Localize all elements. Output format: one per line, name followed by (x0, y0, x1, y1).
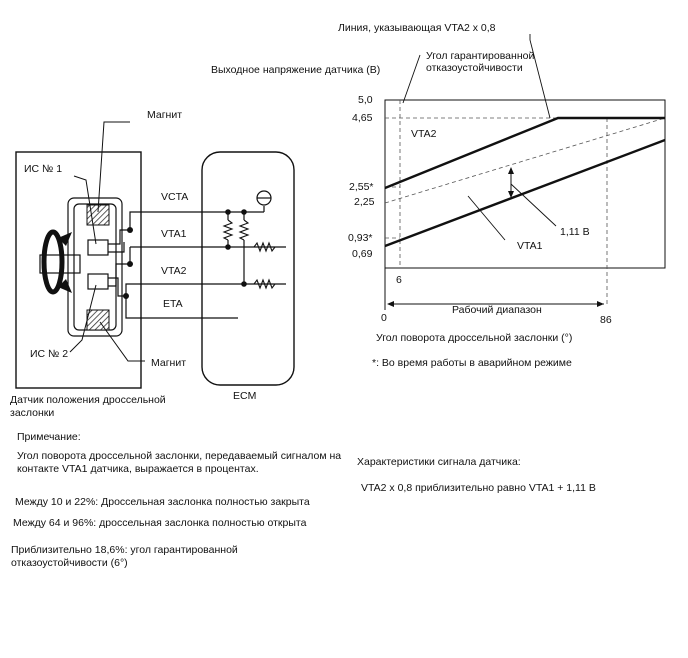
vta2-line (384, 116, 665, 190)
y-tick-2-25: 2,25 (354, 196, 375, 208)
y-tick-0-69: 0,69 (352, 248, 373, 260)
footnote: *: Во время работы в аварийном режиме (372, 357, 572, 369)
input-resistors (253, 241, 276, 290)
terminal-dots (123, 227, 133, 299)
eta-label: ETA (163, 298, 183, 310)
characteristics-formula: VTA2 х 0,8 приблизительно равно VTA1 + 1… (361, 482, 596, 494)
graph-leaders (402, 34, 557, 241)
note-paragraph-4: Приблизительно 18,6%: угол гарантированн… (11, 544, 238, 569)
ic1-label: ИС № 1 (24, 163, 63, 175)
fail-safe-angle-label: Угол гарантированной отказоустойчивости (426, 50, 535, 74)
x-tick-0: 0 (381, 312, 387, 324)
ecm-circuit (227, 206, 265, 284)
y-tick-4-65: 4,65 (352, 112, 373, 124)
y-tick-0-93: 0,93* (348, 232, 373, 244)
ecm-junctions (225, 209, 247, 287)
ecm-box (201, 151, 295, 386)
vta1-line (384, 138, 666, 248)
pullup-resistors (222, 219, 250, 241)
note-heading: Примечание: (17, 431, 81, 443)
graph-frame (384, 99, 666, 269)
magnet-bottom-label: Магнит (151, 357, 187, 369)
y-tick-2-55: 2,55* (349, 181, 374, 193)
vref-supply-icon (256, 190, 272, 206)
sensor-box (15, 151, 142, 389)
y-axis-label: Выходное напряжение датчика (В) (211, 64, 381, 76)
characteristics-title: Характеристики сигнала датчика: (357, 456, 521, 468)
harness-wires (125, 211, 286, 319)
vta2-curve-label: VTA2 (411, 128, 437, 140)
x-tick-6: 6 (396, 274, 402, 286)
note-paragraph-1: Угол поворота дроссельной заслонки, пере… (17, 450, 342, 475)
sensor-name-label: Датчик положения дроссельной заслонки (10, 394, 166, 419)
ic-2-chip (87, 273, 109, 290)
ecm-label: ECM (233, 390, 257, 402)
vta1-curve-label: VTA1 (517, 240, 543, 252)
working-range-label: Рабочий диапазон (452, 304, 542, 316)
internal-wiring (108, 229, 130, 297)
y-tick-5-0: 5,0 (358, 94, 373, 106)
vta1-wire-label: VTA1 (161, 228, 187, 240)
leader-lines (69, 121, 145, 362)
vta2-08-line-label: Линия, указывающая VTA2 х 0,8 (338, 22, 496, 34)
x-tick-86: 86 (600, 314, 612, 326)
magnet-top-label: Магнит (147, 109, 183, 121)
ic-1-chip (87, 239, 109, 256)
vta2-wire-label: VTA2 (161, 265, 187, 277)
x-axis-label: Угол поворота дроссельной заслонки (°) (376, 332, 573, 344)
difference-label: 1,11 В (560, 226, 590, 238)
ic2-label: ИС № 2 (30, 348, 69, 360)
magnet-bottom (86, 309, 110, 331)
note-paragraph-3: Между 64 и 96%: дроссельная заслонка пол… (13, 517, 307, 529)
note-paragraph-2: Между 10 и 22%: Дроссельная заслонка пол… (15, 496, 310, 508)
vcta-label: VCTA (161, 191, 189, 203)
